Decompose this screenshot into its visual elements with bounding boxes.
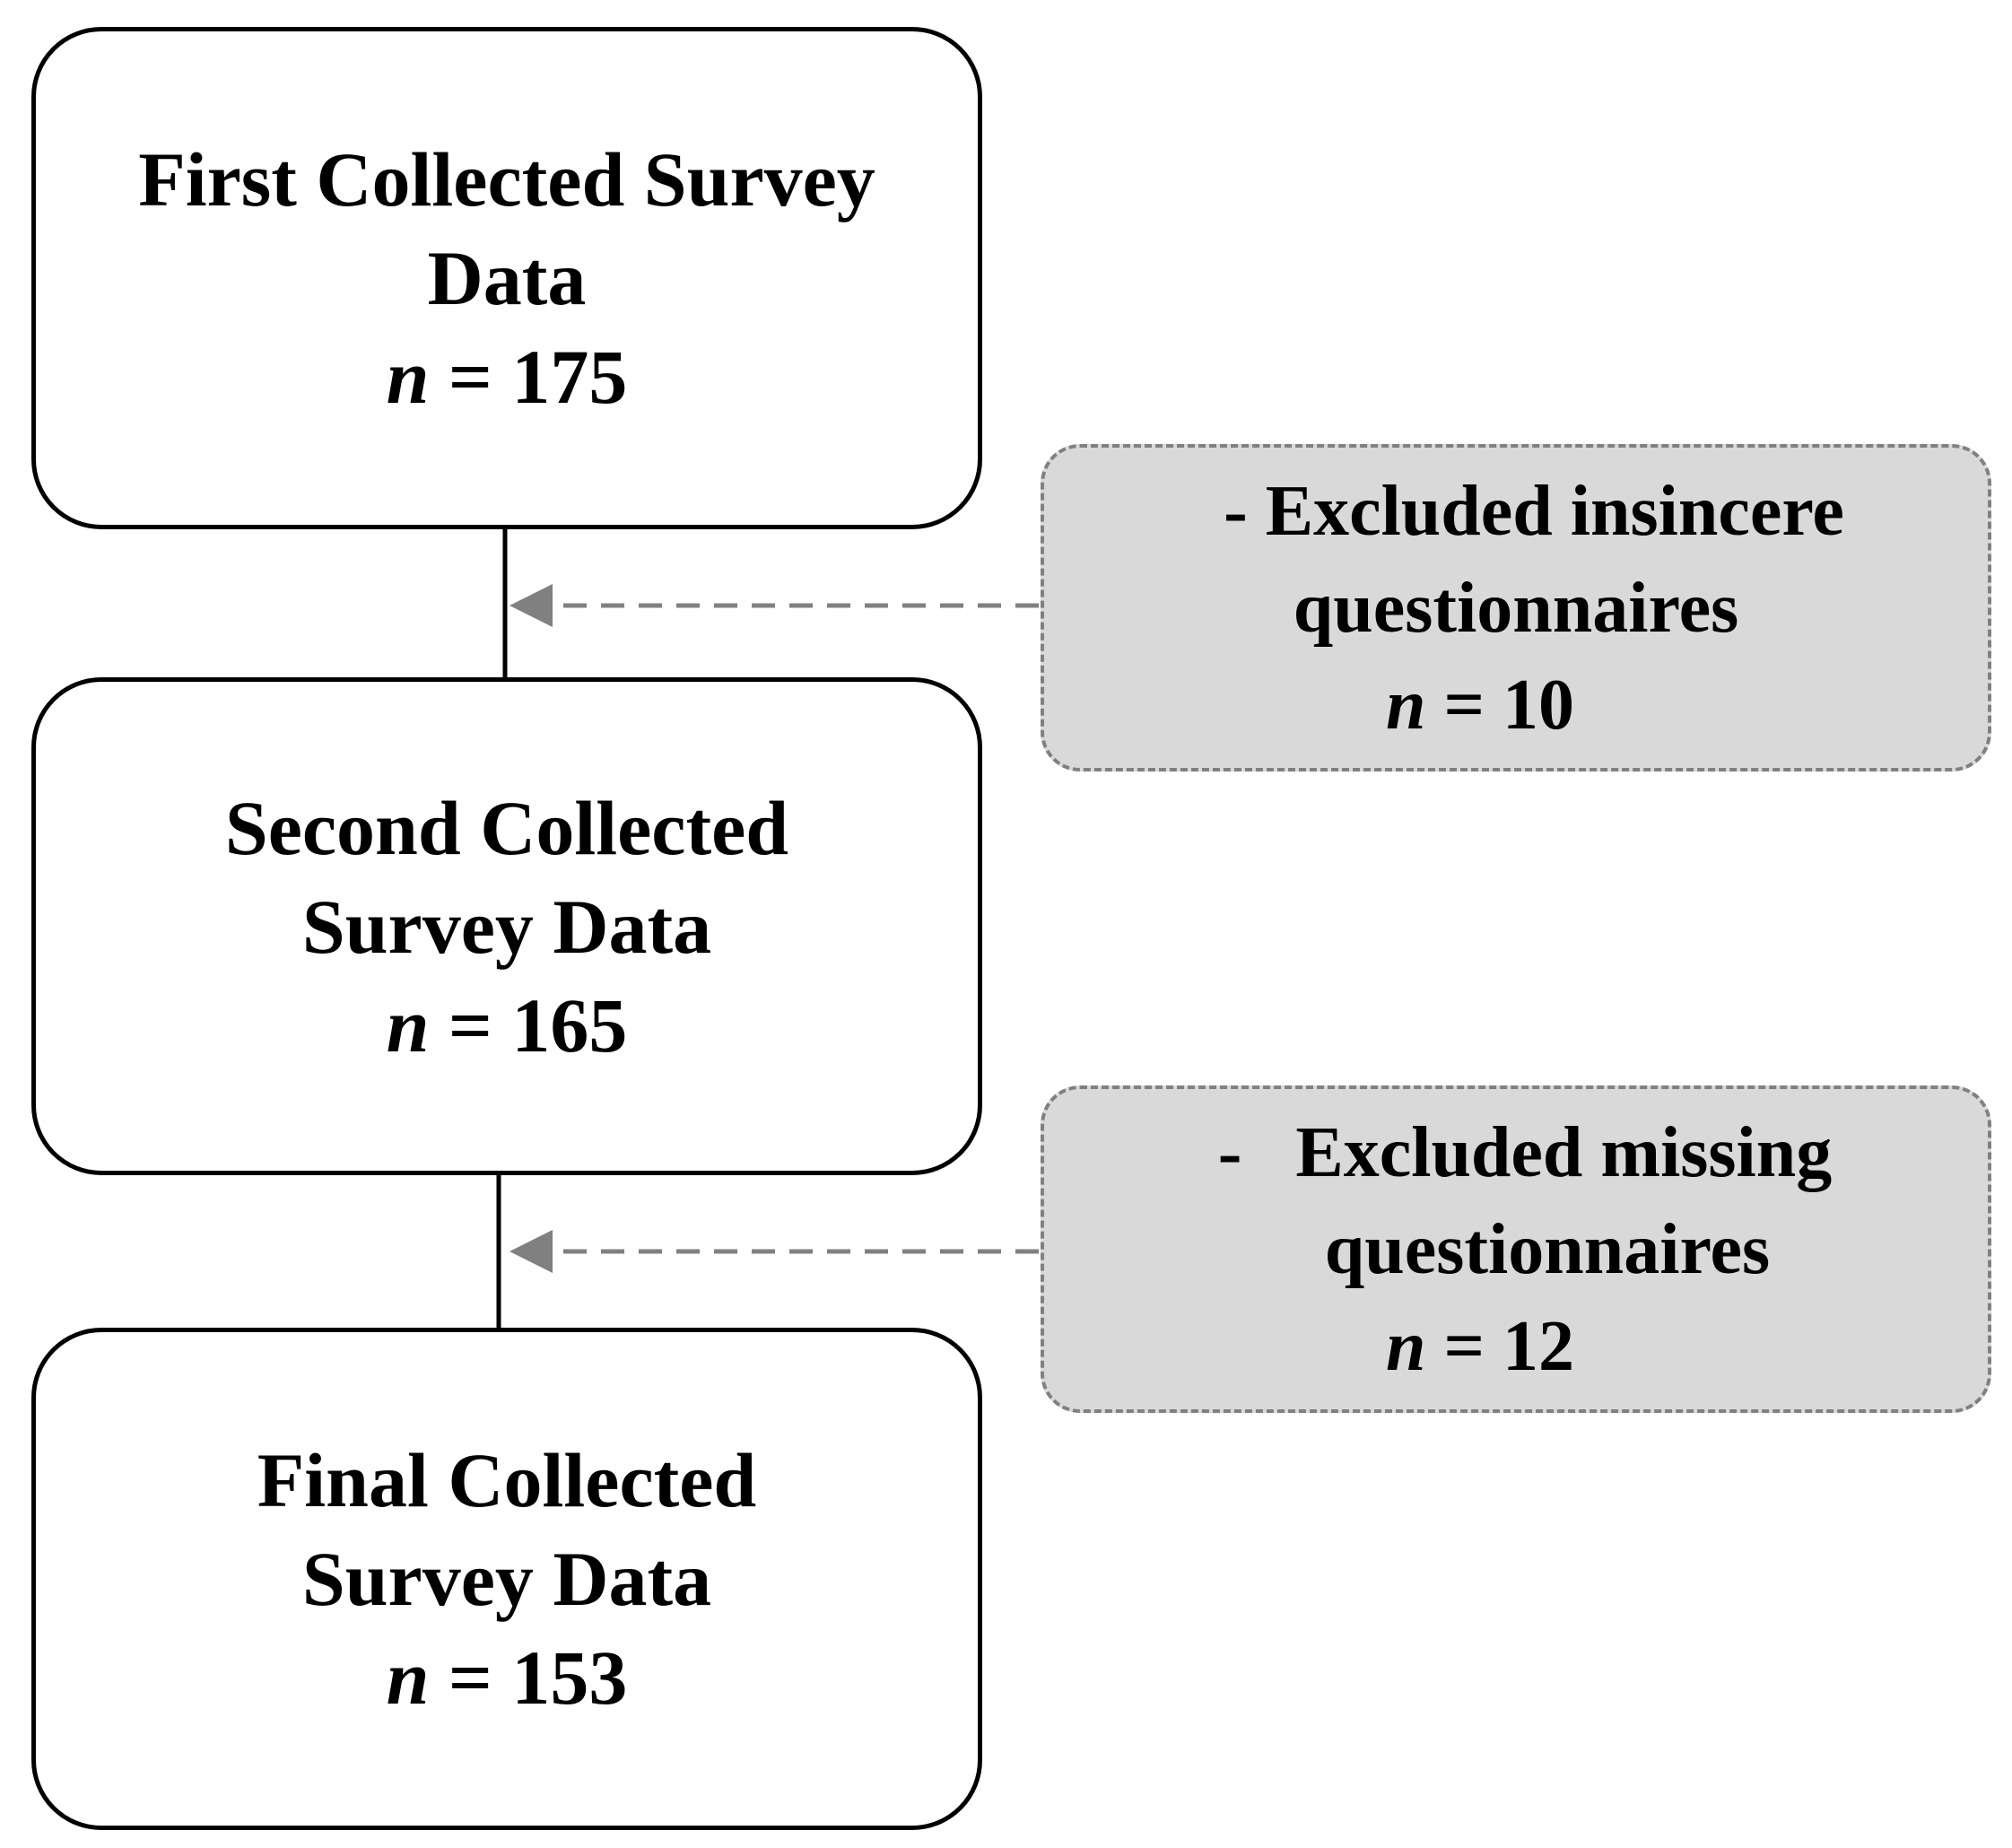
box-second-n-symbol: n bbox=[386, 981, 430, 1068]
box-second-collected-survey-data: Second Collected Survey Data n = 165 bbox=[31, 677, 982, 1175]
box-final-collected-survey-data: Final Collected Survey Data n = 153 bbox=[31, 1328, 982, 1830]
box-excluded-insincere-line-1: - Excluded insincere bbox=[1224, 471, 1844, 551]
box-excluded-missing-line-2: questionnaires bbox=[1324, 1209, 1771, 1289]
box-excluded-missing-count-line: n = 12 bbox=[1200, 1298, 1833, 1395]
box-first-count: = 175 bbox=[448, 334, 628, 420]
box-excluded-missing: - Excluded missing questionnaires n = 12 bbox=[1041, 1085, 1991, 1413]
box-final-count-line: n = 153 bbox=[257, 1628, 757, 1727]
box-second-count-line: n = 165 bbox=[225, 976, 788, 1075]
box-final-line-1: Final Collected bbox=[257, 1437, 757, 1523]
box-excluded-insincere-count-line: n = 10 bbox=[1188, 657, 1844, 754]
box-excluded-missing-text: - Excluded missing questionnaires n = 12 bbox=[1200, 1104, 1833, 1395]
box-excluded-missing-count: = 12 bbox=[1443, 1306, 1575, 1386]
box-final-line-2: Survey Data bbox=[301, 1536, 712, 1622]
box-final-text: Final Collected Survey Data n = 153 bbox=[257, 1431, 757, 1727]
arrow-missing-head bbox=[510, 1230, 553, 1273]
box-second-line-2: Survey Data bbox=[301, 883, 712, 970]
box-excluded-insincere-count: = 10 bbox=[1443, 665, 1575, 745]
box-second-count: = 165 bbox=[448, 981, 628, 1068]
box-excluded-insincere-text: - Excluded insincere questionnaires n = … bbox=[1188, 463, 1844, 754]
box-first-line-2: Data bbox=[427, 235, 587, 321]
box-excluded-insincere-n-symbol: n bbox=[1385, 665, 1426, 745]
box-first-line-1: First Collected Survey bbox=[138, 136, 875, 222]
box-first-count-line: n = 175 bbox=[138, 327, 875, 426]
box-second-text: Second Collected Survey Data n = 165 bbox=[225, 779, 788, 1075]
box-excluded-insincere: - Excluded insincere questionnaires n = … bbox=[1041, 444, 1991, 771]
box-second-line-1: Second Collected bbox=[224, 784, 789, 871]
box-first-text: First Collected Survey Data n = 175 bbox=[138, 130, 875, 426]
box-excluded-missing-line-1: - Excluded missing bbox=[1217, 1112, 1833, 1192]
box-final-n-symbol: n bbox=[386, 1634, 430, 1721]
box-excluded-missing-n-symbol: n bbox=[1385, 1306, 1426, 1386]
arrow-insincere-head bbox=[510, 584, 553, 627]
box-first-collected-survey-data: First Collected Survey Data n = 175 bbox=[31, 27, 982, 529]
box-final-count: = 153 bbox=[448, 1634, 628, 1721]
box-first-n-symbol: n bbox=[386, 334, 430, 420]
box-excluded-insincere-line-2: questionnaires bbox=[1293, 568, 1739, 648]
